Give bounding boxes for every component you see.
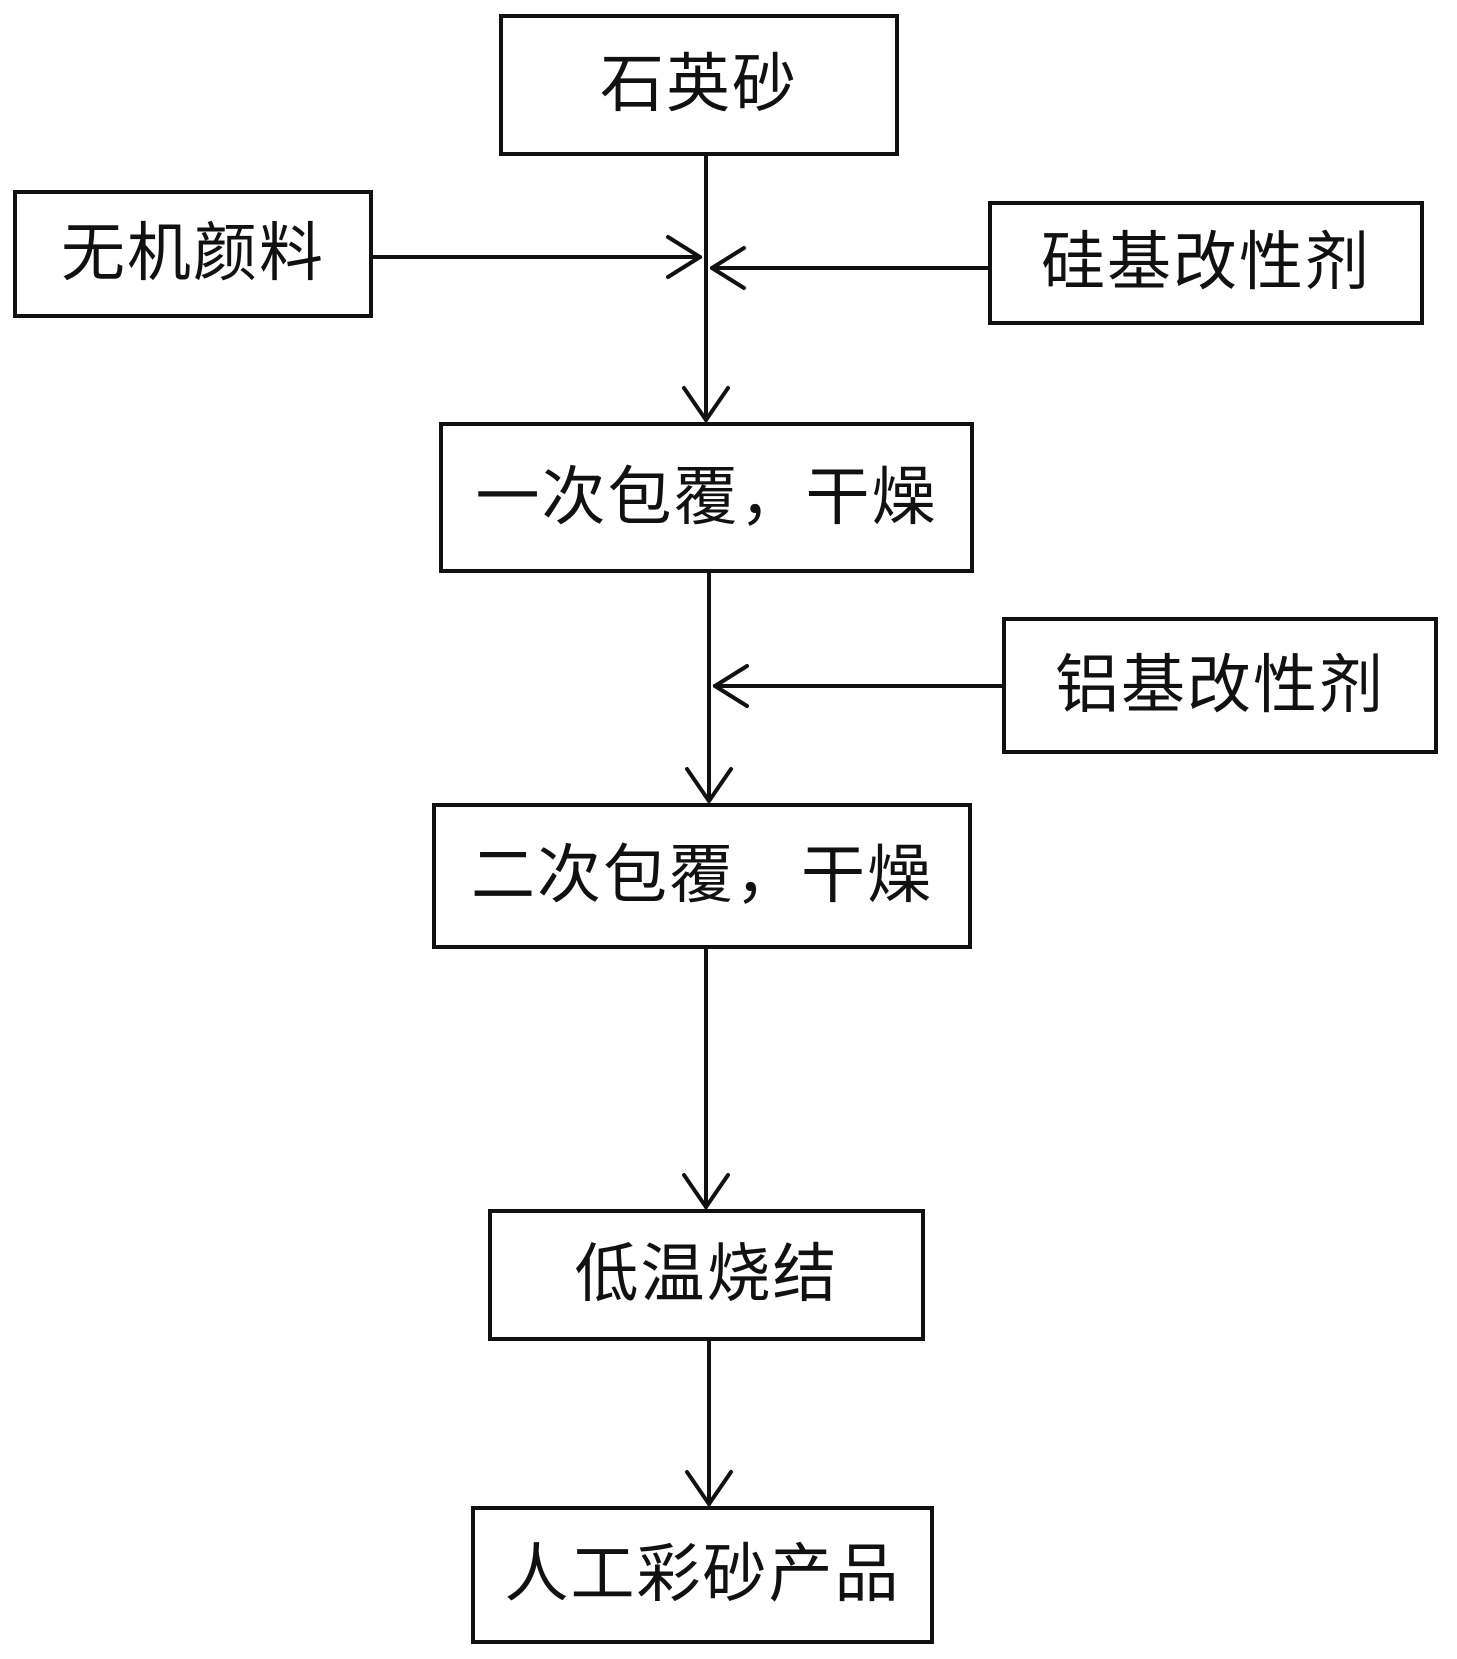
node-label: 一次包覆，干燥 (476, 466, 938, 530)
node-label: 铝基改性剂 (1055, 654, 1385, 718)
node-first-coating: 一次包覆，干燥 (439, 422, 974, 573)
node-label: 二次包覆，干燥 (471, 844, 933, 908)
node-product: 人工彩砂产品 (471, 1506, 934, 1644)
node-second-coating: 二次包覆，干燥 (432, 803, 972, 949)
node-low-temp-sintering: 低温烧结 (488, 1209, 925, 1341)
node-aluminum-modifier: 铝基改性剂 (1002, 617, 1438, 754)
node-label: 低温烧结 (575, 1243, 839, 1307)
node-label: 人工彩砂产品 (505, 1543, 901, 1607)
node-inorganic-pigment: 无机颜料 (13, 190, 373, 318)
node-quartz-sand: 石英砂 (499, 14, 899, 156)
node-silicon-modifier: 硅基改性剂 (988, 201, 1424, 325)
node-label: 硅基改性剂 (1041, 231, 1371, 295)
node-label: 石英砂 (600, 53, 798, 117)
node-label: 无机颜料 (61, 222, 325, 286)
